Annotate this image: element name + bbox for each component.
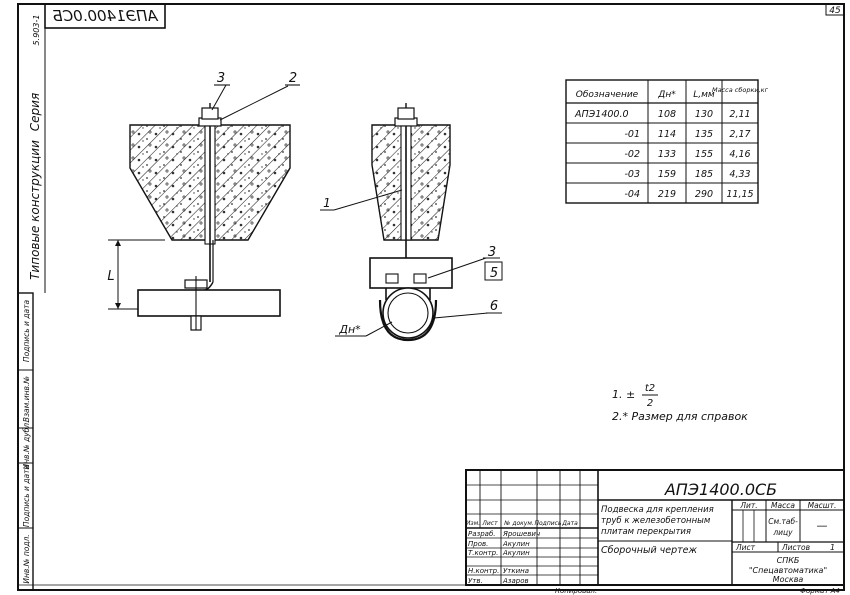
- spec-header-dn: Дн*: [657, 90, 676, 100]
- tb-name-line-2: труб к железобетонным: [601, 516, 711, 526]
- spec-cell-designation: АПЭ1400.0: [574, 109, 629, 120]
- tb-role: Н.контр.: [468, 567, 499, 575]
- stamp-top-code: АПЭ1400.0СБ: [52, 7, 158, 25]
- spec-cell-dn: 108: [658, 109, 676, 120]
- tb-name-line-1: Подвеска для крепления: [601, 505, 714, 515]
- spec-header-mass: Масса сборки,кг: [712, 86, 769, 94]
- tb-role: Т.контр.: [468, 549, 498, 557]
- spec-cell-dn: 159: [658, 169, 676, 180]
- side-stamp-column: [17, 292, 34, 591]
- margin-code: 5.903-1: [32, 15, 41, 46]
- spec-cell-L: 135: [695, 129, 713, 140]
- spec-cell-designation: -03: [624, 169, 640, 180]
- spec-cell-mass: 11,15: [726, 189, 753, 200]
- left-view: L 3 2: [107, 71, 300, 331]
- spec-cell-dn: 114: [658, 129, 676, 140]
- spec-cell-mass: 2,11: [729, 109, 750, 120]
- tb-org-line-2: "Спецавтоматика": [749, 566, 827, 575]
- spec-table: Обозначение Дн* L,мм Масса сборки,кг АПЭ…: [565, 79, 769, 204]
- side-stamp-orig-inv: Инв.№ подл.: [22, 534, 31, 583]
- tb-head-doc: № докум.: [503, 520, 534, 527]
- tb-role: Пров.: [468, 540, 488, 548]
- leader-label-6: 6: [490, 299, 498, 314]
- note-2: 2.* Размер для справок: [612, 410, 748, 423]
- notes: 1. ± t2 2 2.* Размер для справок: [612, 383, 748, 423]
- tb-sheets-label: Листов: [781, 543, 810, 552]
- right-u-clamp: [378, 299, 438, 342]
- tb-name: Акулин: [502, 549, 530, 557]
- spec-cell-mass: 4,33: [729, 169, 750, 180]
- tb-name: Акулин: [502, 540, 530, 548]
- margin-series: Серия: [28, 93, 42, 131]
- spec-cell-L: 185: [695, 169, 713, 180]
- side-stamp-sign-date-2: Подпись и дата: [22, 465, 31, 528]
- dimension-L: L: [107, 269, 114, 284]
- note-1-numerator: t2: [645, 383, 655, 394]
- tb-head-change: Изм.: [466, 520, 480, 527]
- spec-cell-mass: 4,16: [729, 149, 750, 160]
- side-stamp-replace-inv: Взам.инв.№: [22, 376, 31, 422]
- leader-label-2: 2: [289, 71, 297, 86]
- leader-label-5: 5: [490, 266, 498, 281]
- tb-col-mass: Масса: [771, 501, 795, 510]
- tb-name: Азаров: [502, 577, 529, 585]
- margin-title: Типовые конструкции: [28, 140, 42, 280]
- tb-role: Разраб.: [468, 530, 496, 538]
- note-1-denominator: 2: [647, 398, 653, 409]
- tb-mass-value-2: лицу: [772, 528, 793, 537]
- right-nut-top: [397, 107, 415, 120]
- footer-copied: Копировал:: [555, 587, 597, 595]
- spec-header-L: L,мм: [693, 90, 715, 100]
- tb-org-line-1: СПКБ: [777, 556, 800, 565]
- spec-cell-designation: -04: [624, 189, 640, 200]
- tb-head-sheet: Лист: [481, 520, 498, 527]
- tb-sheets-count: 1: [830, 543, 835, 552]
- spec-cell-L: 155: [695, 149, 713, 160]
- tb-name: Уткина: [503, 567, 529, 575]
- tb-drawing-code: АПЭ1400.0СБ: [664, 480, 777, 499]
- left-nut-top: [201, 107, 219, 120]
- left-pipe: [137, 289, 281, 317]
- spec-cell-L: 130: [695, 109, 713, 120]
- tb-col-scale: Масшт.: [808, 501, 837, 510]
- spec-cell-dn: 133: [658, 149, 676, 160]
- right-pipe-section: [382, 287, 434, 339]
- tb-org-line-3: Москва: [773, 575, 804, 584]
- leader-label-3: 3: [217, 71, 225, 86]
- spec-header-designation: Обозначение: [576, 90, 639, 100]
- tb-head-date: Дата: [561, 520, 578, 527]
- tb-role: Утв.: [468, 577, 483, 585]
- note-1-prefix: 1. ±: [612, 388, 635, 401]
- title-block: Изм. Лист № докум. Подпись Дата Разраб. …: [465, 469, 845, 586]
- spec-cell-designation: -02: [624, 149, 640, 160]
- dimension-dn: Дн*: [338, 323, 361, 336]
- leader-label-3b: 3: [488, 245, 496, 260]
- tb-sheet-label: Лист: [735, 543, 756, 552]
- right-view: 1 3 5 6 Дн*: [320, 103, 503, 342]
- side-stamp-sign-date-1: Подпись и дата: [22, 300, 31, 363]
- side-stamp-dup-inv: Инв.№ дубл.: [22, 421, 31, 470]
- footer-format: Формат А4: [800, 587, 840, 595]
- tb-doc-type: Сборочный чертеж: [601, 545, 698, 556]
- spec-cell-designation: -01: [624, 129, 640, 140]
- tb-mass-value-1: См.таб-: [768, 517, 798, 526]
- spec-cell-dn: 219: [658, 189, 676, 200]
- right-bracket: [369, 257, 453, 289]
- tb-name: Ярошевич: [502, 530, 540, 538]
- spec-cell-mass: 2,17: [729, 129, 750, 140]
- leader-label-1: 1: [323, 196, 331, 210]
- tb-head-sign: Подпись: [535, 520, 562, 527]
- tb-name-line-3: плитам перекрытия: [601, 527, 691, 537]
- tb-scale-value: —: [817, 519, 828, 532]
- page-number: 45: [829, 6, 841, 16]
- tb-col-lit: Лит.: [739, 501, 757, 510]
- spec-cell-L: 290: [695, 189, 713, 200]
- page-number-box: [825, 3, 845, 16]
